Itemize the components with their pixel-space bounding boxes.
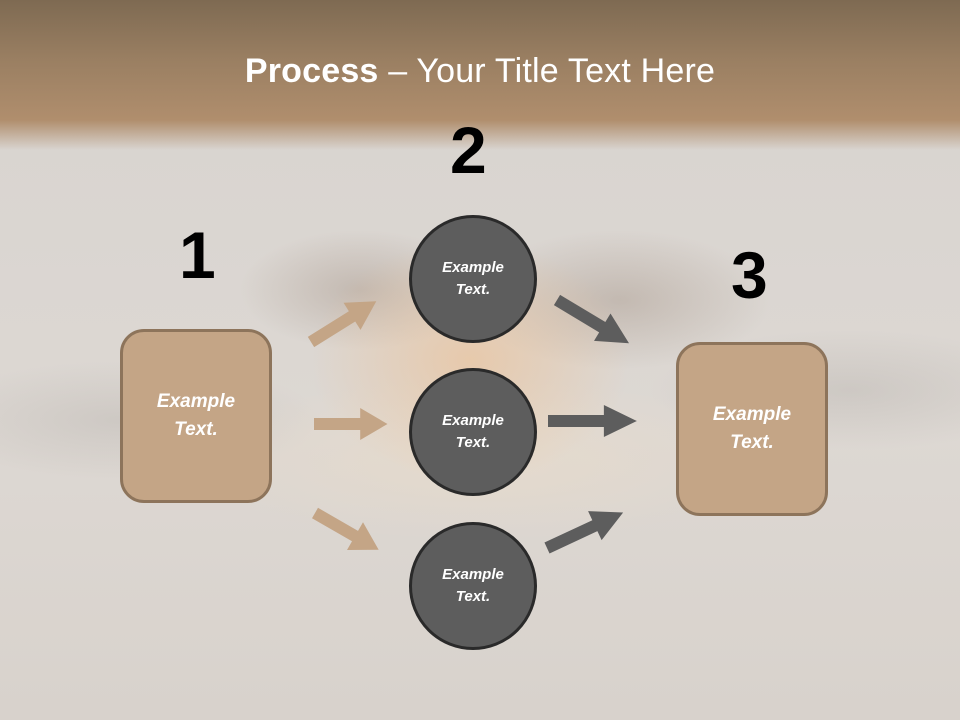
circle-1-label-line2: Text.: [455, 281, 491, 298]
title-bold: Process: [244, 52, 379, 90]
circle-1-label-line1: Example: [442, 258, 504, 276]
circle-2-label-line1: Example: [442, 411, 504, 429]
step-number-3: 3: [731, 238, 768, 312]
arrow-right-icon: [314, 408, 388, 440]
arrow-right-up-icon: [540, 497, 630, 563]
step-number-1: 1: [179, 218, 216, 292]
circle-3-label-line1: Example: [442, 565, 504, 583]
step-3-label-line2: Text.: [730, 432, 774, 453]
arrow-right-down-icon: [548, 286, 638, 357]
arrow-right-up-icon: [302, 287, 385, 356]
circle-3-label-line2: Text.: [455, 588, 491, 605]
header-band: [0, 0, 960, 150]
title-rest: – Your Title Text Here: [378, 52, 716, 90]
step-number-2: 2: [450, 113, 487, 187]
slide-title: Process – Your Title Text Here: [0, 52, 960, 91]
step-1-label-line2: Text.: [174, 419, 218, 440]
arrow-right-icon: [548, 405, 637, 437]
step-3-label-line1: Example: [712, 403, 792, 425]
circle-2-label-line2: Text.: [455, 434, 491, 451]
step-1-label-line1: Example: [156, 390, 236, 412]
arrow-right-down-icon: [307, 499, 387, 564]
